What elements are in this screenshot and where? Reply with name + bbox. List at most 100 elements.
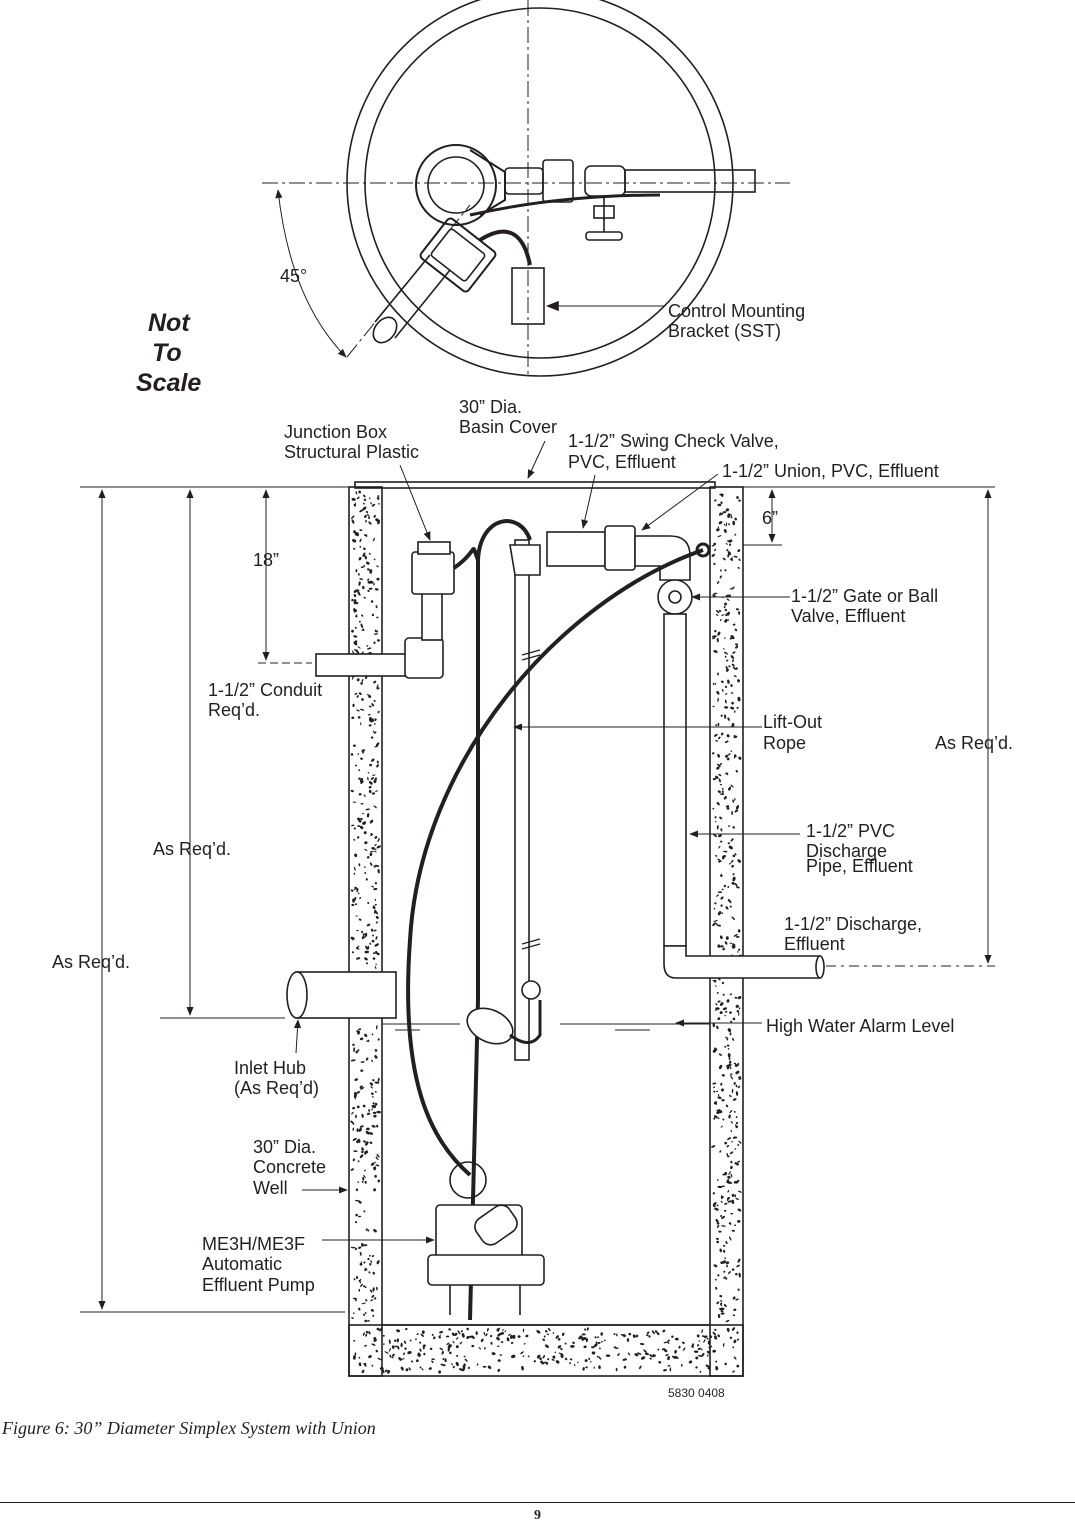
concrete-speckle <box>357 1181 360 1183</box>
concrete-speckle <box>363 1244 368 1247</box>
concrete-speckle <box>724 706 729 709</box>
concrete-speckle <box>356 1140 359 1144</box>
concrete-speckle <box>510 1334 513 1339</box>
concrete-speckle <box>682 1347 686 1351</box>
concrete-speckle <box>421 1368 424 1371</box>
concrete-speckle <box>373 1228 377 1233</box>
concrete-speckle <box>353 599 357 603</box>
concrete-speckle <box>727 717 730 721</box>
concrete-speckle <box>350 1059 356 1062</box>
discharge-vertical-pipe <box>663 613 687 947</box>
concrete-speckle <box>422 1345 425 1350</box>
concrete-speckle <box>375 921 378 924</box>
concrete-speckle <box>667 1356 671 1361</box>
concrete-speckle <box>382 1369 385 1374</box>
concrete-speckle <box>400 1342 403 1348</box>
concrete-speckle <box>713 1117 716 1120</box>
concrete-speckle <box>368 789 372 794</box>
concrete-speckle <box>367 713 371 716</box>
concrete-speckle <box>363 1174 366 1179</box>
concrete-speckle <box>373 699 376 702</box>
concrete-speckle <box>722 1007 728 1011</box>
concrete-speckle <box>374 1081 380 1084</box>
concrete-speckle <box>699 1370 702 1373</box>
concrete-speckle <box>717 790 721 794</box>
concrete-speckle <box>372 957 376 960</box>
concrete-speckle <box>365 945 368 950</box>
concrete-speckle <box>715 776 718 779</box>
basin-cover-label-1: 30” Dia. <box>459 397 522 417</box>
concrete-speckle <box>374 1161 377 1163</box>
concrete-speckle <box>634 1353 639 1357</box>
concrete-speckle <box>375 1349 379 1353</box>
concrete-speckle <box>350 889 354 892</box>
concrete-speckle <box>735 1084 738 1088</box>
concrete-speckle <box>358 1215 362 1218</box>
concrete-speckle <box>719 575 722 579</box>
junction-box-side <box>411 551 455 595</box>
concrete-speckle <box>500 1333 504 1336</box>
concrete-speckle <box>370 1299 374 1302</box>
concrete-speckle <box>731 1268 735 1271</box>
concrete-speckle <box>389 1354 392 1358</box>
concrete-speckle <box>663 1341 668 1344</box>
concrete-speckle <box>711 544 715 547</box>
concrete-speckle <box>373 515 376 518</box>
concrete-speckle <box>728 543 732 546</box>
concrete-speckle <box>736 706 739 709</box>
concrete-speckle <box>371 1343 376 1346</box>
concrete-speckle <box>620 1333 623 1336</box>
concrete-speckle <box>352 1043 355 1046</box>
concrete-speckle <box>355 915 358 917</box>
concrete-speckle <box>359 896 361 900</box>
concrete-speckle <box>539 1357 542 1361</box>
concrete-speckle <box>680 1363 683 1367</box>
concrete-speckle <box>720 1200 723 1203</box>
concrete-speckle <box>376 684 379 689</box>
concrete-speckle <box>715 1218 719 1224</box>
concrete-speckle <box>564 1342 567 1345</box>
concrete-speckle <box>358 1028 362 1031</box>
concrete-speckle <box>375 605 378 609</box>
concrete-speckle <box>723 1209 727 1212</box>
concrete-speckle <box>369 862 373 866</box>
union-fitting <box>604 525 636 571</box>
concrete-speckle <box>730 692 734 694</box>
concrete-speckle <box>591 1346 595 1348</box>
concrete-speckle <box>357 817 361 821</box>
concrete-speckle <box>712 777 716 781</box>
concrete-speckle <box>364 534 367 537</box>
concrete-speckle <box>724 714 727 719</box>
concrete-speckle <box>362 821 367 825</box>
concrete-speckle <box>375 630 378 633</box>
concrete-speckle <box>560 1347 563 1351</box>
concrete-speckle <box>369 569 373 574</box>
concrete-speckle <box>717 697 719 702</box>
concrete-speckle <box>372 537 375 542</box>
concrete-speckle <box>371 1255 375 1258</box>
concrete-speckle <box>737 859 741 863</box>
concrete-speckle <box>725 754 728 758</box>
concrete-speckle <box>359 1252 362 1254</box>
concrete-speckle <box>358 1127 362 1132</box>
concrete-speckle <box>376 687 380 690</box>
concrete-speckle <box>377 639 380 642</box>
concrete-speckle <box>374 1102 378 1106</box>
concrete-speckle <box>713 1115 718 1119</box>
concrete-speckle <box>723 1303 727 1308</box>
concrete-speckle <box>728 1114 731 1119</box>
concrete-speckle <box>361 614 364 617</box>
concrete-speckle <box>706 1337 709 1340</box>
concrete-speckle <box>359 529 363 532</box>
concrete-speckle <box>368 497 371 500</box>
concrete-speckle <box>404 1347 407 1350</box>
concrete-speckle <box>712 807 715 810</box>
pump-label-1: ME3H/ME3F <box>202 1234 305 1254</box>
concrete-speckle <box>667 1339 670 1342</box>
concrete-speckle <box>368 1109 371 1112</box>
concrete-speckle <box>736 1009 740 1013</box>
concrete-speckle <box>373 929 377 932</box>
concrete-speckle <box>359 1262 363 1266</box>
concrete-speckle <box>734 1064 738 1067</box>
concrete-speckle <box>726 757 730 761</box>
